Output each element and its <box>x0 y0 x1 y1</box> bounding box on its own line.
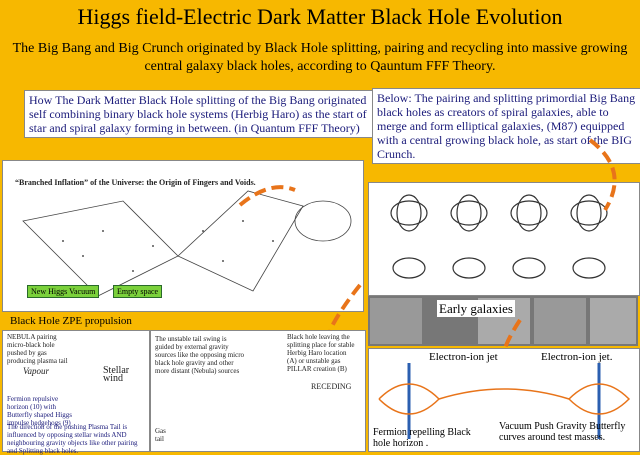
right-ring <box>294 200 352 242</box>
galaxy-photo-1 <box>370 298 422 344</box>
higgs-vacuum-label: New Higgs Vacuum <box>27 285 100 298</box>
right-caption: Below: The pairing and splitting primord… <box>372 88 640 164</box>
stellar-wind-label: Stellar wind <box>103 365 130 384</box>
dots <box>62 220 274 272</box>
nebula-panel: NEBULA pairing micro-black hole pushed b… <box>2 330 150 455</box>
intro-text: The Big Bang and Big Crunch originated b… <box>12 41 628 74</box>
galaxy-rings-panel <box>368 182 640 296</box>
inflation-diagram <box>22 190 352 297</box>
inflation-panel: “Branched Inflation” of the Universe: th… <box>2 160 364 312</box>
jet-panel: Electron-ion jet Electron-ion jet. Fermi… <box>368 348 640 452</box>
left-cone <box>22 200 179 297</box>
nebula-text: NEBULA pairing micro-black hole pushed b… <box>7 333 68 365</box>
inflation-title: “Branched Inflation” of the Universe: th… <box>15 178 256 187</box>
receding-label: RECEDING <box>311 382 352 391</box>
tail-text: The unstable tail swing is guided by ext… <box>155 335 245 375</box>
galaxy-rings-diagram <box>390 194 608 279</box>
right-cone <box>177 190 304 292</box>
electron-jet-right: Electron-ion jet. <box>541 351 613 363</box>
early-galaxies-label: Early galaxies <box>437 300 515 317</box>
left-caption: How The Dark Matter Black Hole splitting… <box>24 90 374 138</box>
pillar-text: Black hole leaving the splitting place f… <box>287 333 355 373</box>
page-title: Higgs field-Electric Dark Matter Black H… <box>77 4 563 29</box>
zpe-label: Black Hole ZPE propulsion <box>6 314 136 328</box>
electron-jet-left: Electron-ion jet <box>429 351 498 363</box>
fermion-horizon-text: Fermion repulsive horizon (10) with Butt… <box>7 395 72 427</box>
empty-space-label: Empty space <box>113 285 163 298</box>
galaxy-photo-3 <box>534 298 586 344</box>
direction-text: The direction of the pushing Plasma Tail… <box>7 423 138 455</box>
vacuum-push: Vacuum Push Gravity Butterfly curves aro… <box>499 421 626 443</box>
tail-panel: The unstable tail swing is guided by ext… <box>150 330 366 452</box>
galaxy-photo-4 <box>590 298 636 344</box>
jet-diagram <box>378 363 631 439</box>
gas-tail-label: Gas tail <box>155 427 166 443</box>
fermion-bottom: Fermion repelling Black hole horizon . <box>373 427 471 449</box>
vapour-label: Vapour <box>23 366 50 376</box>
